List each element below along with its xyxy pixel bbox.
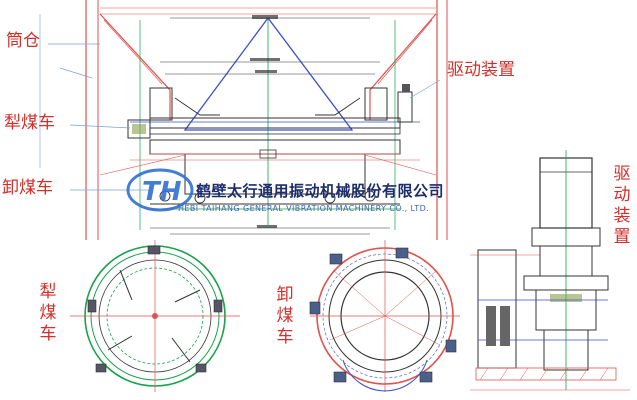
logo-letters: TH [142,177,182,207]
label-plow-car: 犁煤车 [4,113,55,133]
label-unload-car: 卸煤车 [2,178,53,198]
label-silo: 筒仓 [6,31,40,51]
company-name-en: HEBI TAIHANG GENERAL VIBRATION MACHINERY… [178,204,430,213]
company-logo: TH [126,168,194,212]
label-drive-device-vertical: 驱动装置 [613,164,631,247]
elevation-view [39,0,448,240]
label-drive-device: 驱动装置 [447,60,515,80]
company-name-cn: 鹤壁太行通用振动机械股份有限公司 [196,182,445,200]
label-plow-car-vertical: 犁煤车 [39,282,57,344]
unload-car-plan-view [309,240,460,392]
plow-car-plan-view [70,240,240,392]
drive-device-view [470,150,630,391]
label-unload-car-vertical: 卸煤车 [276,285,294,347]
